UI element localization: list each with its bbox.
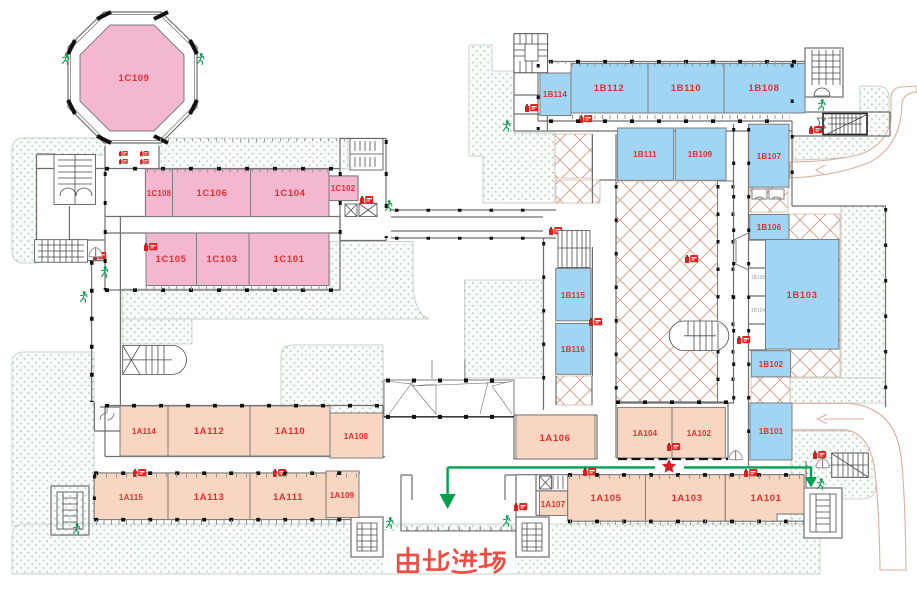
svg-text:1A109: 1A109 [330, 491, 355, 500]
svg-text:1C108: 1C108 [147, 189, 172, 198]
svg-text:1C105: 1C105 [156, 254, 187, 265]
svg-text:1B101: 1B101 [759, 427, 784, 436]
svg-text:1C102: 1C102 [331, 184, 356, 193]
svg-text:1A103: 1A103 [672, 493, 703, 504]
svg-text:1B108: 1B108 [749, 83, 780, 94]
svg-text:1C109: 1C109 [119, 73, 150, 84]
svg-text:1B107: 1B107 [757, 152, 782, 161]
svg-text:1A110: 1A110 [275, 426, 305, 437]
svg-text:1C106: 1C106 [197, 188, 228, 199]
svg-text:1B103: 1B103 [787, 290, 818, 301]
svg-text:1A108: 1A108 [344, 432, 369, 441]
svg-text:1C103: 1C103 [207, 254, 238, 265]
svg-text:1C101: 1C101 [274, 254, 305, 265]
svg-text:1A104: 1A104 [633, 429, 658, 438]
svg-text:1B109: 1B109 [688, 150, 713, 159]
svg-text:1C104: 1C104 [275, 188, 306, 199]
svg-text:1A114: 1A114 [132, 427, 156, 436]
svg-text:1A105: 1A105 [591, 493, 622, 504]
svg-text:1A101: 1A101 [751, 493, 782, 504]
svg-text:1B115: 1B115 [561, 291, 585, 300]
svg-text:1B112: 1B112 [594, 83, 624, 94]
svg-text:1B114: 1B114 [543, 90, 567, 99]
svg-text:1B105: 1B105 [751, 275, 766, 281]
svg-text:1B111: 1B111 [633, 150, 657, 159]
svg-text:1B102: 1B102 [759, 360, 784, 369]
svg-text:1A111: 1A111 [273, 492, 303, 503]
svg-text:1A107: 1A107 [541, 500, 566, 509]
svg-text:1A106: 1A106 [540, 433, 571, 444]
svg-text:1A113: 1A113 [194, 492, 224, 503]
svg-text:1A115: 1A115 [119, 493, 143, 502]
svg-text:1B104: 1B104 [751, 308, 766, 314]
svg-text:1B116: 1B116 [561, 345, 585, 354]
svg-text:1A112: 1A112 [194, 426, 224, 437]
svg-text:1B106: 1B106 [757, 223, 782, 232]
svg-text:1B110: 1B110 [671, 83, 701, 94]
svg-text:1A102: 1A102 [687, 429, 712, 438]
